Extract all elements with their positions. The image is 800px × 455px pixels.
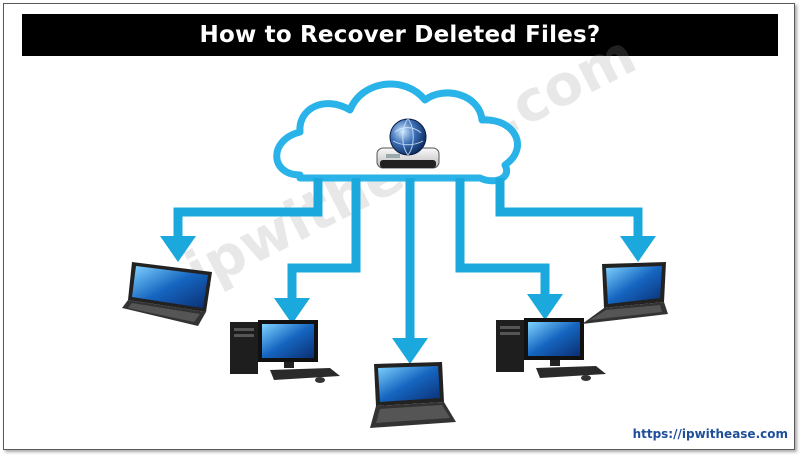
title-banner: How to Recover Deleted Files? xyxy=(22,14,778,56)
page-title: How to Recover Deleted Files? xyxy=(199,22,601,48)
arrow-to-desktop-right xyxy=(455,178,550,296)
arrow-to-laptop-left xyxy=(173,178,323,238)
arrow-heads xyxy=(160,236,656,364)
arrow-to-laptop-right xyxy=(495,178,643,238)
laptop-icon xyxy=(370,362,456,428)
source-url: https://ipwithease.com xyxy=(632,427,788,441)
recovery-drive-icon xyxy=(376,118,440,169)
desktop-computer-icon xyxy=(496,318,606,381)
laptop-icon xyxy=(122,262,212,326)
arrows xyxy=(173,178,643,340)
arrow-to-desktop-left xyxy=(287,178,361,300)
laptop-icon xyxy=(582,262,668,324)
desktop-computer-icon xyxy=(230,320,340,383)
